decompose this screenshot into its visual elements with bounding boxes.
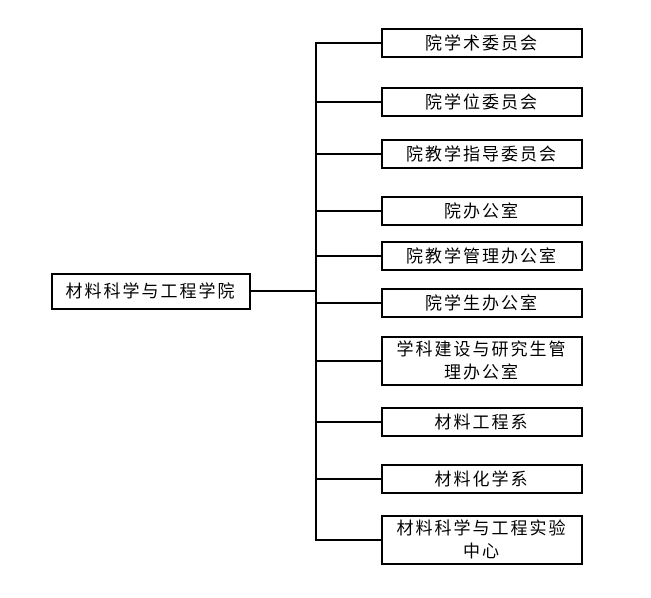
child-node-3: 院教学指导委员会 xyxy=(381,139,583,169)
connector-branch-5 xyxy=(316,255,381,257)
connector-branch-4 xyxy=(316,210,381,212)
child-node-5-label: 院教学管理办公室 xyxy=(406,246,558,266)
child-node-10: 材料科学与工程实验 中心 xyxy=(381,515,583,565)
child-node-8-label: 材料工程系 xyxy=(434,412,530,432)
connector-branch-2 xyxy=(316,101,381,103)
child-node-2-label: 院学位委员会 xyxy=(425,92,539,112)
child-node-6-label: 院学生办公室 xyxy=(425,293,539,313)
child-node-4-label: 院办公室 xyxy=(444,201,520,221)
child-node-10-label: 材料科学与工程实验 中心 xyxy=(396,519,568,561)
child-node-7-label: 学科建设与研究生管 理办公室 xyxy=(396,340,568,382)
root-node-label: 材料科学与工程学院 xyxy=(65,282,237,301)
child-node-1-label: 院学术委员会 xyxy=(425,33,539,53)
connector-root xyxy=(251,290,317,292)
child-node-7: 学科建设与研究生管 理办公室 xyxy=(381,336,583,386)
child-node-2: 院学位委员会 xyxy=(381,87,583,117)
root-node-box: 材料科学与工程学院 xyxy=(51,273,251,310)
connector-branch-6 xyxy=(316,302,381,304)
child-node-6: 院学生办公室 xyxy=(381,288,583,318)
child-node-4: 院办公室 xyxy=(381,196,583,226)
child-node-5: 院教学管理办公室 xyxy=(381,241,583,271)
connector-branch-7 xyxy=(316,360,381,362)
child-node-1: 院学术委员会 xyxy=(381,28,583,58)
child-node-3-label: 院教学指导委员会 xyxy=(406,144,558,164)
child-node-8: 材料工程系 xyxy=(381,407,583,437)
child-node-9: 材料化学系 xyxy=(381,464,583,494)
connector-branch-1 xyxy=(316,42,381,44)
child-node-9-label: 材料化学系 xyxy=(434,469,530,489)
connector-branch-9 xyxy=(316,478,381,480)
connector-branch-10 xyxy=(316,539,381,541)
connector-trunk xyxy=(315,42,317,541)
connector-branch-8 xyxy=(316,421,381,423)
connector-branch-3 xyxy=(316,153,381,155)
